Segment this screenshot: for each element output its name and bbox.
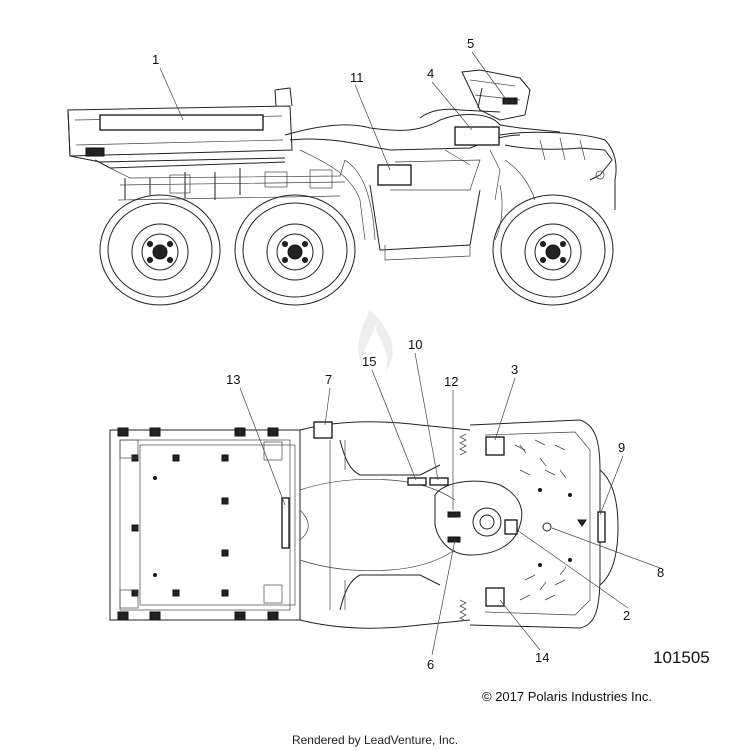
callout-7: 7 <box>325 372 332 387</box>
callout-3: 3 <box>511 362 518 377</box>
callout-1: 1 <box>152 52 159 67</box>
callout-12: 12 <box>444 374 458 389</box>
decal-11-box <box>377 164 412 186</box>
callout-9: 9 <box>618 440 625 455</box>
diagram-number: 101505 <box>653 648 710 667</box>
decal-7-box <box>313 421 333 439</box>
callout-13: 13 <box>226 372 240 387</box>
side-view-vehicle <box>67 69 617 372</box>
callout-8: 8 <box>657 565 664 580</box>
callout-14: 14 <box>535 650 549 665</box>
rear-wheel-2 <box>234 194 356 306</box>
callout-numbers: 1 11 4 5 10 15 13 7 12 3 9 8 2 6 14 <box>152 36 664 672</box>
top-leader-lines <box>239 352 661 656</box>
decal-9-box <box>597 511 606 543</box>
callout-6: 6 <box>427 657 434 672</box>
decal-4-box <box>454 126 500 146</box>
callout-5: 5 <box>467 36 474 51</box>
decal-3-box <box>485 436 505 456</box>
decal-13-box <box>281 497 290 549</box>
callout-11: 11 <box>350 70 364 85</box>
decal-2-box <box>504 519 518 535</box>
side-leader-lines <box>159 51 506 171</box>
callout-2: 2 <box>623 608 630 623</box>
front-wheel <box>492 194 614 306</box>
decal-14-box <box>485 587 505 607</box>
watermark-logo <box>358 310 393 372</box>
rendered-by-text: Rendered by LeadVenture, Inc. <box>291 733 459 747</box>
top-view-vehicle <box>109 419 619 629</box>
callout-15: 15 <box>362 354 376 369</box>
decal-15-box <box>407 477 427 486</box>
decal-10-box <box>429 477 449 486</box>
callout-10: 10 <box>408 337 422 352</box>
callout-4: 4 <box>427 66 434 81</box>
copyright-text: © 2017 Polaris Industries Inc. <box>482 689 652 704</box>
decal-1-box <box>99 114 264 131</box>
rear-wheel-1 <box>99 194 221 306</box>
